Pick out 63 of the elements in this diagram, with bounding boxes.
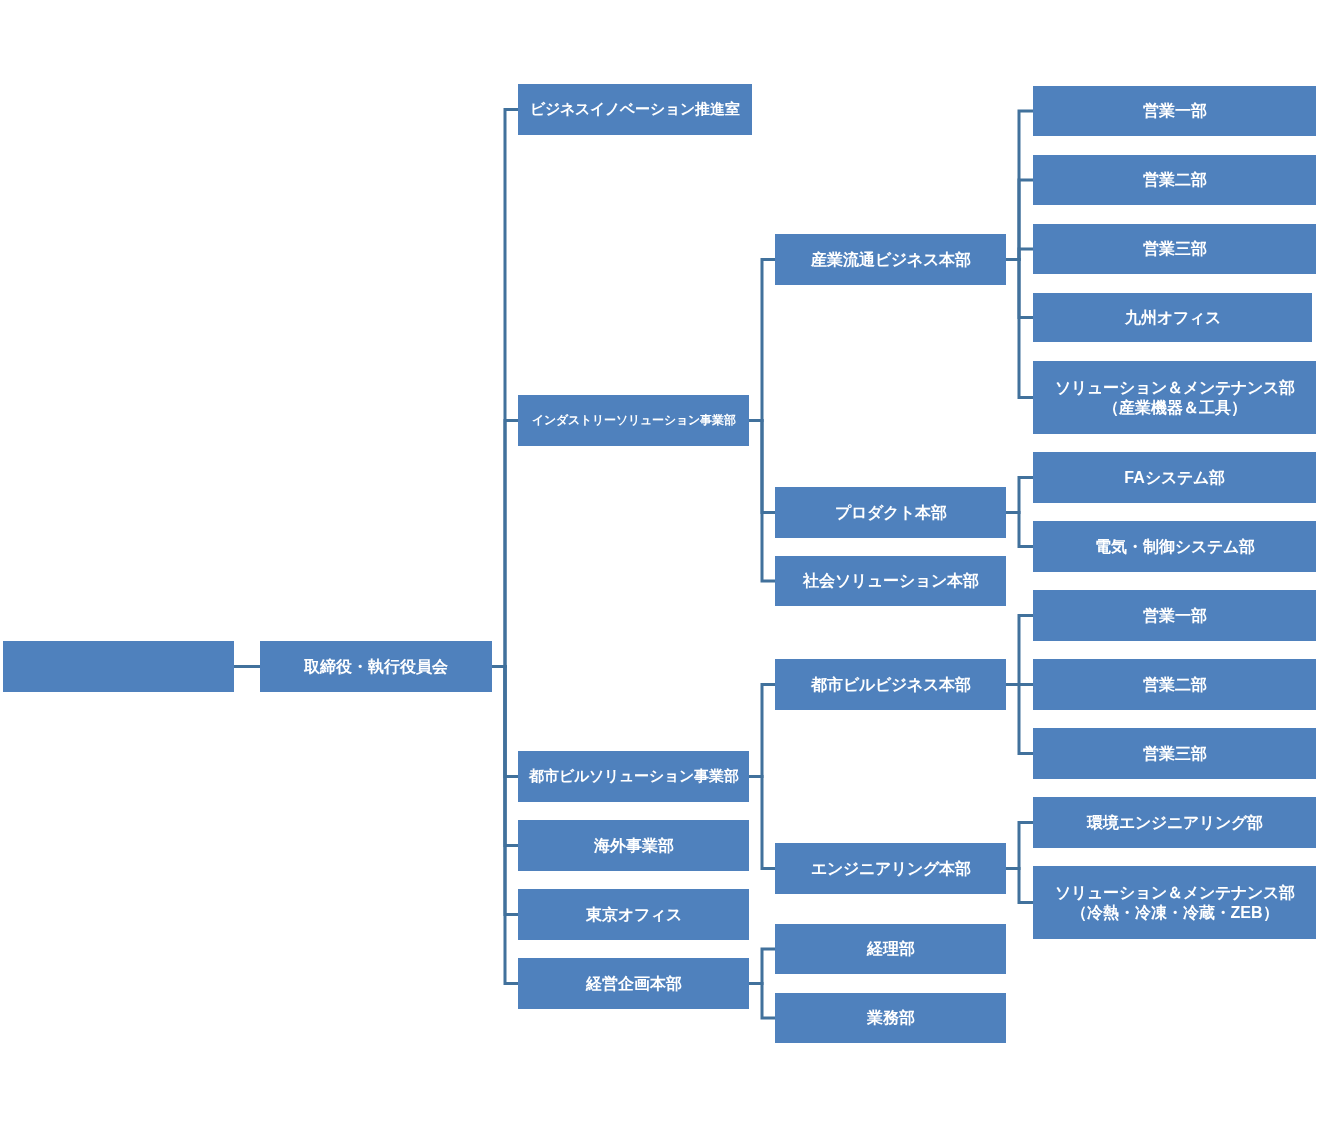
unit-label: 都市ビルビジネス本部	[810, 674, 971, 695]
connector-line	[1006, 867, 1033, 904]
org-unit-box	[1033, 590, 1316, 641]
org-unit-box	[518, 751, 749, 802]
org-unit-box	[1033, 452, 1316, 503]
unit-label: ビジネスイノベーション推進室	[530, 100, 740, 119]
org-unit-box	[1033, 155, 1316, 205]
unit-label: 経営企画本部	[585, 973, 682, 994]
org-unit-box	[775, 924, 1006, 974]
unit-label: 社会ソリューション本部	[802, 571, 979, 591]
org-unit-box	[1033, 521, 1316, 572]
connector-line	[749, 775, 775, 870]
connector-line	[1006, 511, 1033, 548]
unit-subtitle: （産業機器＆工具）	[1102, 397, 1247, 418]
connector-line	[749, 419, 775, 583]
org-unit-box	[775, 659, 1006, 710]
connector-line	[1006, 683, 1033, 755]
unit-label: インダストリーソリューション事業部	[531, 413, 736, 428]
org-unit-box	[3, 641, 234, 692]
org-unit-box	[1033, 293, 1312, 342]
unit-label: 営業二部	[1142, 674, 1207, 695]
org-unit-box	[1033, 797, 1316, 848]
org-unit-box	[1033, 224, 1316, 274]
unit-label: 営業一部	[1142, 605, 1207, 626]
unit-label: ソリューション＆メンテナンス部	[1054, 882, 1295, 903]
unit-label: 取締役・執行役員会	[304, 656, 448, 677]
org-unit-box	[260, 641, 492, 692]
connector-line	[1006, 258, 1033, 399]
unit-label: 環境エンジニアリング部	[1086, 812, 1263, 833]
org-unit-box	[775, 993, 1006, 1043]
org-unit-box	[518, 820, 749, 871]
org-unit-box	[775, 487, 1006, 538]
connector-line	[234, 665, 260, 668]
unit-label: 産業流通ビジネス本部	[810, 249, 971, 270]
unit-label: 営業二部	[1142, 170, 1207, 190]
org-unit-box	[1033, 86, 1316, 136]
unit-label: FAシステム部	[1124, 467, 1225, 488]
unit-label: 営業三部	[1142, 239, 1207, 259]
unit-label: 海外事業部	[593, 835, 674, 856]
unit-label: ソリューション＆メンテナンス部	[1054, 377, 1295, 398]
org-unit-box	[775, 556, 1006, 606]
unit-label: エンジニアリング本部	[810, 858, 971, 879]
org-unit-box	[775, 234, 1006, 285]
org-unit-box	[1033, 361, 1316, 434]
unit-label: プロダクト本部	[834, 502, 947, 523]
org-unit-box	[518, 958, 749, 1009]
unit-label: 九州オフィス	[1124, 307, 1221, 328]
org-unit-box	[1033, 659, 1316, 710]
unit-subtitle: （冷熱・冷凍・冷蔵・ZEB）	[1070, 902, 1279, 923]
unit-label: 東京オフィス	[585, 904, 682, 925]
unit-label: 営業三部	[1142, 743, 1207, 764]
unit-label: 電気・制御システム部	[1094, 536, 1255, 557]
org-unit-box	[1033, 866, 1316, 939]
unit-label: 営業一部	[1142, 101, 1207, 121]
org-unit-box	[518, 889, 749, 940]
org-unit-box	[518, 395, 749, 446]
unit-label: 都市ビルソリューション事業部	[528, 767, 739, 786]
org-unit-box	[1033, 728, 1316, 779]
org-unit-box	[775, 843, 1006, 894]
org-unit-box	[518, 84, 752, 135]
connector-line	[749, 982, 775, 1020]
unit-label: 業務部	[866, 1008, 915, 1028]
unit-label: 経理部	[866, 939, 915, 959]
